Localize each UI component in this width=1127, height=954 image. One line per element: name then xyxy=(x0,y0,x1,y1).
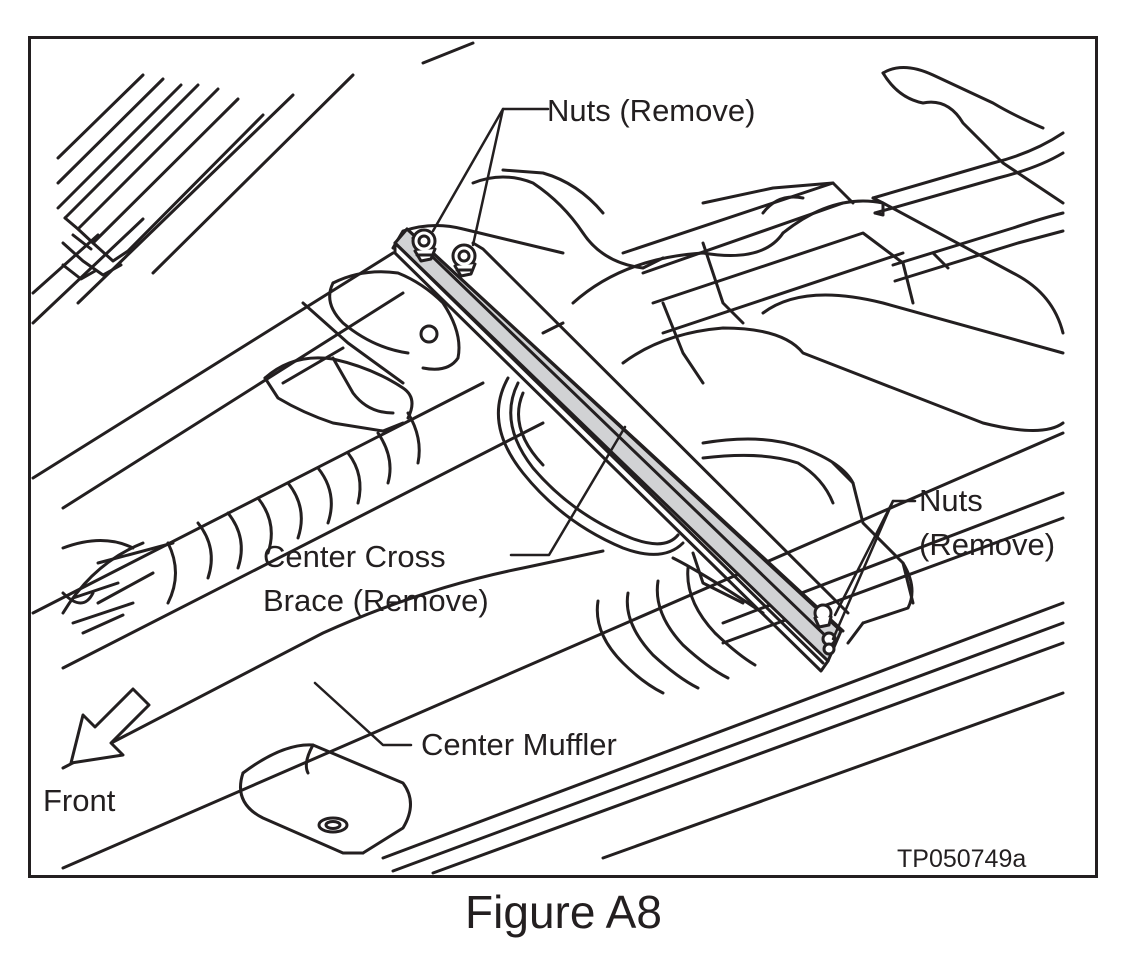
brace-label-line1: Center Cross xyxy=(263,539,446,574)
nut-icon xyxy=(451,243,477,278)
nuts-top-label: Nuts (Remove) xyxy=(547,93,756,128)
center-cross-brace xyxy=(393,227,850,673)
brace-label-line2: Brace (Remove) xyxy=(263,583,489,618)
body-panel-top-left xyxy=(31,73,355,325)
center-muffler xyxy=(31,376,1065,870)
leader-lines xyxy=(313,107,917,747)
muffler-label: Center Muffler xyxy=(421,727,617,762)
figure-caption: Figure A8 xyxy=(465,886,662,938)
arrow-down-left-icon xyxy=(69,687,151,765)
nut-icon xyxy=(411,228,437,263)
nuts-right-label-line2: (Remove) xyxy=(919,527,1056,562)
exhaust-pipes xyxy=(621,131,1065,385)
rocker-panel xyxy=(239,491,1065,875)
exploded-view-illustration xyxy=(31,41,1065,875)
bracket-left xyxy=(263,168,665,433)
reference-code: TP050749a xyxy=(897,845,1027,873)
nut-icon xyxy=(813,603,837,656)
diagram-frame: Nuts (Remove) Nuts (Remove) Center Cross… xyxy=(28,36,1098,878)
front-label: Front xyxy=(43,783,116,818)
bracket-right xyxy=(701,437,915,645)
nuts-right-label-line1: Nuts xyxy=(919,483,983,518)
